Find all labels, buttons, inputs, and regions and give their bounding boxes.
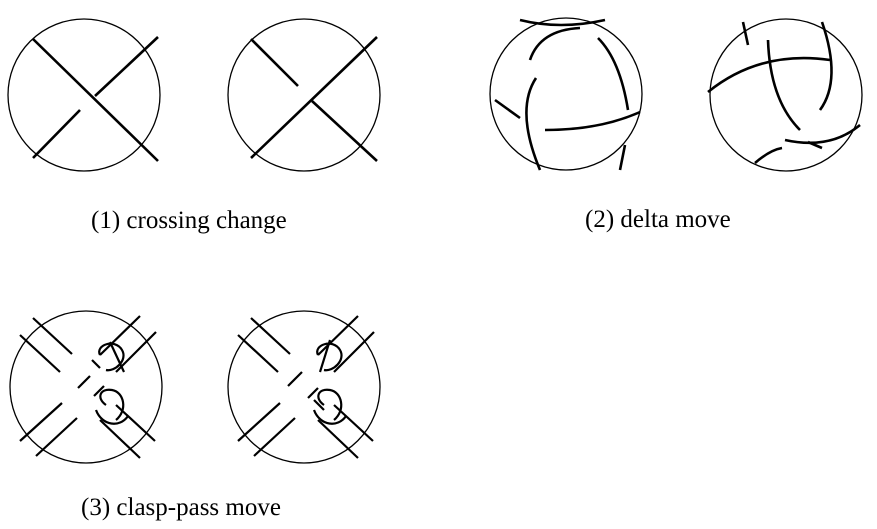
band-a-edge-2 (32, 317, 73, 355)
band-b-middle-1 (287, 371, 303, 387)
strand-left (525, 77, 542, 171)
strand-top-inner (528, 26, 581, 61)
band-a-edge-1 (237, 334, 279, 373)
band-b-edge-3 (237, 402, 281, 442)
band-a-edge-3 (99, 419, 141, 459)
strand-center (766, 39, 801, 131)
strand-bottom (784, 124, 861, 145)
clasp-lower-hook (312, 409, 347, 425)
under-strand-lower (311, 100, 378, 162)
clasp-upper-hook (318, 339, 332, 373)
under-strand-upper (250, 38, 299, 87)
disk-boundary (227, 18, 381, 172)
band-a-edge-3 (317, 419, 359, 459)
disk-boundary (9, 310, 163, 464)
clasp-pass-right-diagram (227, 310, 381, 464)
clasp-upper (316, 342, 343, 372)
strand-top (707, 56, 831, 94)
band-b-edge-4 (253, 417, 296, 457)
clasp-upper (98, 342, 125, 372)
strand-top-stub (741, 21, 750, 46)
delta-move-left-diagram (489, 17, 643, 171)
strand-left-stub (494, 98, 521, 120)
band-b-middle-2 (93, 385, 105, 397)
clasp-upper-hook (109, 341, 125, 373)
clasp-pass-left-diagram (9, 310, 163, 464)
delta-move-right-diagram (707, 18, 863, 172)
band-a-middle-1 (91, 359, 101, 369)
band-b-edge-1 (99, 315, 141, 356)
band-a-edge-2 (250, 317, 291, 355)
band-b-middle-2 (307, 387, 319, 399)
clasp-lower-hook (94, 409, 129, 425)
band-b-edge-2 (115, 331, 157, 373)
disk-boundary (7, 18, 161, 172)
band-b-middle-1 (77, 375, 91, 389)
strand-bottom-stub (807, 140, 823, 150)
strand-right (818, 21, 833, 111)
disk-boundary (709, 18, 863, 172)
band-b-edge-3 (19, 402, 63, 442)
disk-boundary (227, 310, 381, 464)
strand-bottom-left (754, 146, 783, 164)
over-strand (32, 38, 159, 162)
strand-bottom-stub (618, 144, 627, 171)
crossing-change-left-diagram (7, 18, 161, 172)
over-strand (250, 36, 378, 159)
caption-crossing-change: (1) crossing change (91, 207, 287, 234)
band-a-edge-1 (19, 334, 61, 373)
under-strand-upper (94, 36, 159, 97)
clasp-lower (317, 388, 343, 421)
caption-delta-move: (2) delta move (585, 206, 731, 233)
under-strand-lower (32, 109, 81, 159)
band-b-edge-2 (333, 331, 375, 373)
disk-boundary (489, 17, 643, 171)
band-b-edge-4 (35, 417, 78, 457)
clasp-lower (99, 388, 125, 421)
band-b-edge-1 (317, 315, 359, 356)
strand-top (519, 18, 606, 27)
strand-bottom (544, 110, 641, 132)
crossing-change-right-diagram (227, 18, 381, 172)
band-a-middle-1 (313, 399, 325, 411)
caption-clasp-pass-move: (3) clasp-pass move (81, 494, 281, 521)
strand-right (597, 37, 630, 111)
